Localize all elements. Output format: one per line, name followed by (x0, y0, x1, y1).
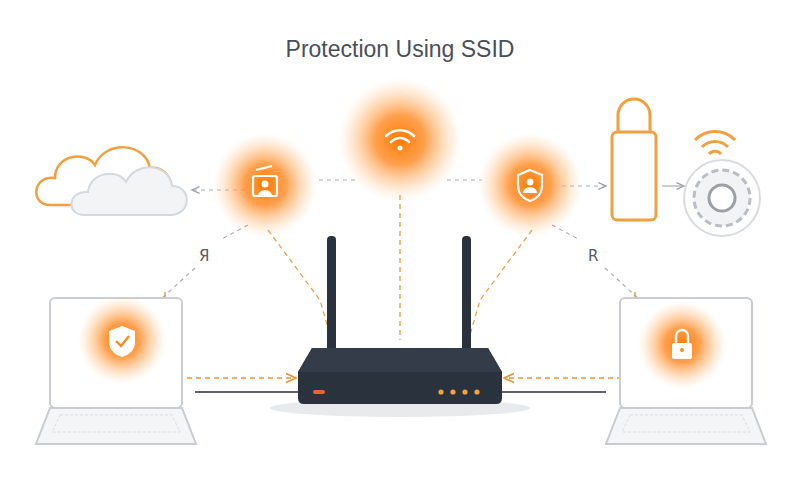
router (270, 236, 530, 417)
lock-icon (672, 330, 692, 359)
wifi-icon (386, 130, 414, 150)
user-head (262, 181, 269, 188)
router-led (450, 389, 455, 394)
device-frame (253, 176, 277, 196)
keyhole (680, 348, 684, 352)
wifi-waves (695, 132, 735, 154)
dashed-line (318, 179, 355, 180)
dashed-line (447, 179, 482, 180)
glow-circles (78, 78, 726, 389)
lock-shackle (676, 330, 688, 343)
router-led (313, 390, 325, 394)
dashed-line (552, 225, 640, 300)
glow-circle (638, 301, 726, 389)
mark-label: R (588, 247, 598, 265)
router-antenna (327, 236, 336, 354)
dashed-line (399, 195, 400, 340)
cable (195, 391, 300, 393)
user-body (258, 190, 272, 196)
router-led (438, 389, 443, 394)
check-mark (116, 336, 129, 346)
laptop-base (606, 408, 766, 444)
glow-circle (338, 78, 462, 202)
router-led (462, 389, 467, 394)
wifi-dot (398, 146, 403, 151)
router-body (298, 348, 502, 404)
laptop-right (606, 298, 766, 444)
shield-user-icon (518, 170, 542, 201)
dashed-arrow (165, 292, 296, 378)
tablet-body (612, 132, 656, 220)
laptop-screen (620, 298, 752, 408)
gear-ring (684, 160, 760, 236)
gear-teeth (694, 170, 750, 226)
lock-device-icon (612, 99, 656, 220)
lock-body (672, 343, 692, 359)
arrow (662, 185, 684, 186)
shield-shape (109, 326, 135, 357)
diagram-title: Protection Using SSID (0, 36, 800, 63)
laptop-base (36, 408, 196, 444)
laptop-keyboard (52, 415, 180, 432)
user-body (523, 187, 537, 193)
router-antenna (462, 236, 471, 354)
user-head (527, 179, 534, 186)
wifi-arc (391, 138, 409, 142)
dashed-line (160, 225, 248, 300)
router-led (474, 389, 479, 394)
router-top (298, 348, 502, 372)
glow-circle (478, 133, 582, 237)
gear-wifi-icon (684, 132, 760, 236)
device-user-icon (253, 166, 277, 196)
wifi-arc (386, 130, 414, 136)
cloud-shape (71, 167, 186, 215)
shield-check-icon (109, 326, 135, 357)
dashed-line (268, 230, 330, 335)
glow-circle (213, 133, 317, 237)
dashed-line (470, 230, 532, 335)
laptop-keyboard (622, 415, 750, 432)
dashed-arrow (504, 292, 635, 378)
glow-circle (78, 296, 166, 384)
mark-label: Я (199, 247, 209, 265)
shield-outline (518, 170, 542, 201)
cable (500, 391, 606, 393)
lock-shackle (618, 99, 650, 132)
cloud-icon (36, 147, 186, 215)
device-top (256, 166, 272, 170)
gear-hub (709, 185, 735, 211)
